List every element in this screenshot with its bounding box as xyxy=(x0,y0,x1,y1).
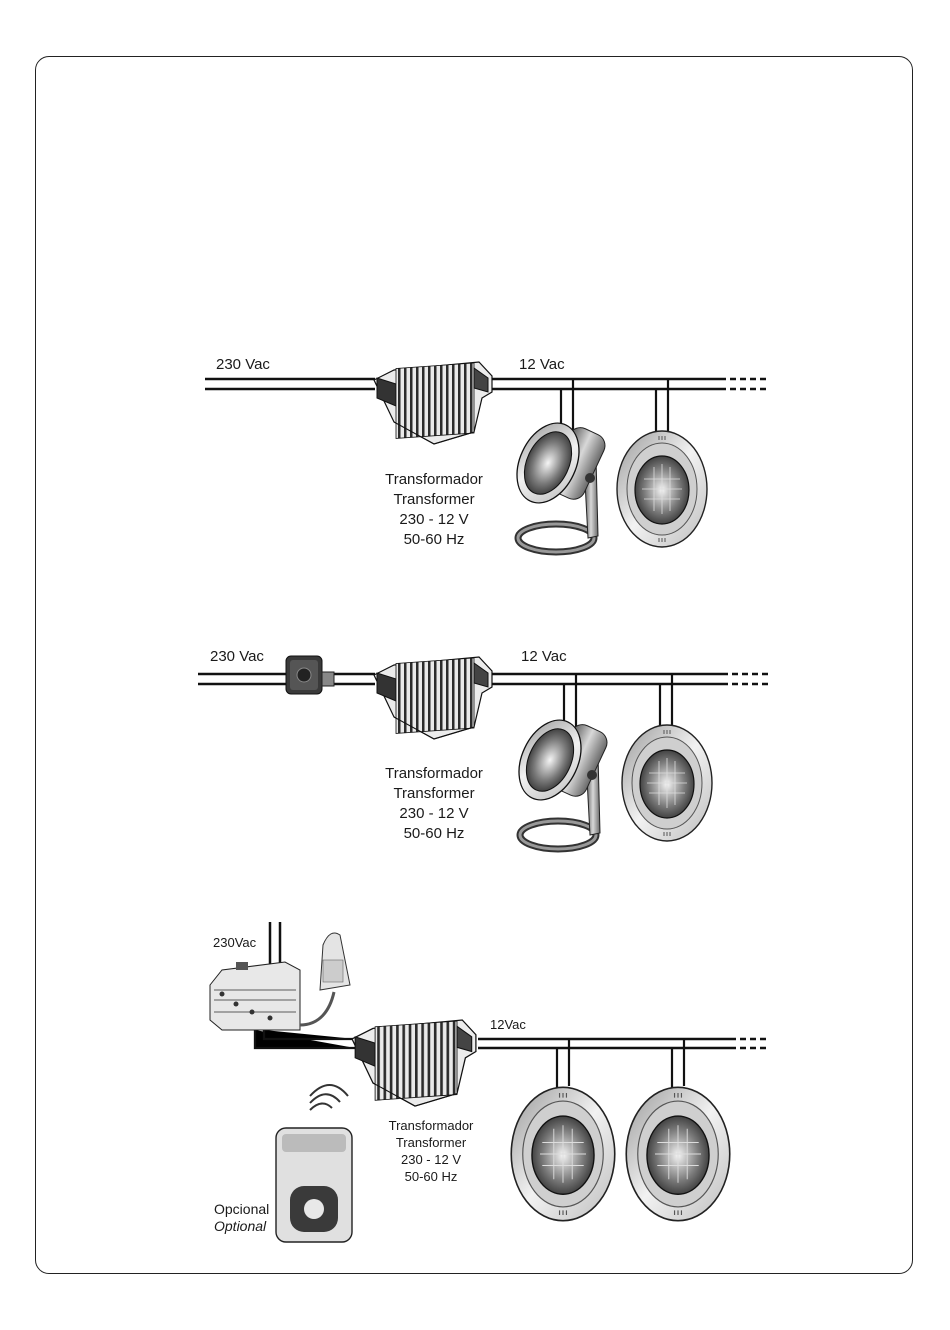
continuation-dashes xyxy=(720,379,770,389)
output-line-12vac xyxy=(478,1039,730,1048)
switch-box-icon xyxy=(286,656,334,694)
caption-line: 50-60 Hz xyxy=(361,1168,501,1185)
transformer-icon xyxy=(374,362,492,444)
caption-line: 230 - 12 V xyxy=(361,1151,501,1168)
pool-lamp-icon xyxy=(622,725,712,841)
optional-label-en: Optional xyxy=(214,1218,269,1235)
controller-to-transformer xyxy=(255,1030,355,1048)
transformer-caption: Transformador Transformer 230 - 12 V 50-… xyxy=(361,1117,501,1185)
caption-line: Transformador xyxy=(354,764,514,784)
transformer-caption: Transformador Transformer 230 - 12 V 50-… xyxy=(354,470,514,550)
caption-line: Transformador xyxy=(354,470,514,490)
remote-control-icon xyxy=(276,1085,352,1242)
wire-drop xyxy=(656,379,668,435)
controller-icon xyxy=(210,962,300,1030)
caption-line: 230 - 12 V xyxy=(354,804,514,824)
optional-label: Opcional Optional xyxy=(214,1201,269,1235)
pool-lamp-icon xyxy=(617,431,707,547)
input-voltage-label: 230Vac xyxy=(213,936,256,949)
continuation-dashes xyxy=(730,1039,770,1048)
transformer-icon xyxy=(352,1020,476,1106)
pool-lamp-icon xyxy=(626,1087,730,1220)
output-line-12vac xyxy=(490,379,720,389)
transformer-icon xyxy=(374,657,492,739)
caption-line: 230 - 12 V xyxy=(354,510,514,530)
pool-lamp-icon xyxy=(511,1087,615,1220)
transformer-caption: Transformador Transformer 230 - 12 V 50-… xyxy=(354,764,514,844)
input-voltage-label: 230 Vac xyxy=(210,649,264,664)
input-line-230vac xyxy=(198,674,288,684)
projector-lamp-icon xyxy=(507,710,611,849)
caption-line: Transformer xyxy=(361,1134,501,1151)
receiver-icon xyxy=(300,933,350,1025)
input-line-230vac xyxy=(205,379,375,389)
caption-line: Transformer xyxy=(354,490,514,510)
caption-line: Transformador xyxy=(361,1117,501,1134)
caption-line: 50-60 Hz xyxy=(354,530,514,550)
output-voltage-label: 12Vac xyxy=(490,1018,526,1031)
continuation-dashes xyxy=(722,674,770,684)
caption-line: 50-60 Hz xyxy=(354,824,514,844)
output-line-12vac xyxy=(490,674,722,684)
output-voltage-label: 12 Vac xyxy=(519,357,565,372)
diagram-3 xyxy=(210,922,770,1242)
output-voltage-label: 12 Vac xyxy=(521,649,567,664)
projector-lamp-icon xyxy=(505,413,609,552)
optional-label-es: Opcional xyxy=(214,1201,269,1218)
caption-line: Transformer xyxy=(354,784,514,804)
wire-drop xyxy=(660,674,672,730)
input-voltage-label: 230 Vac xyxy=(216,357,270,372)
